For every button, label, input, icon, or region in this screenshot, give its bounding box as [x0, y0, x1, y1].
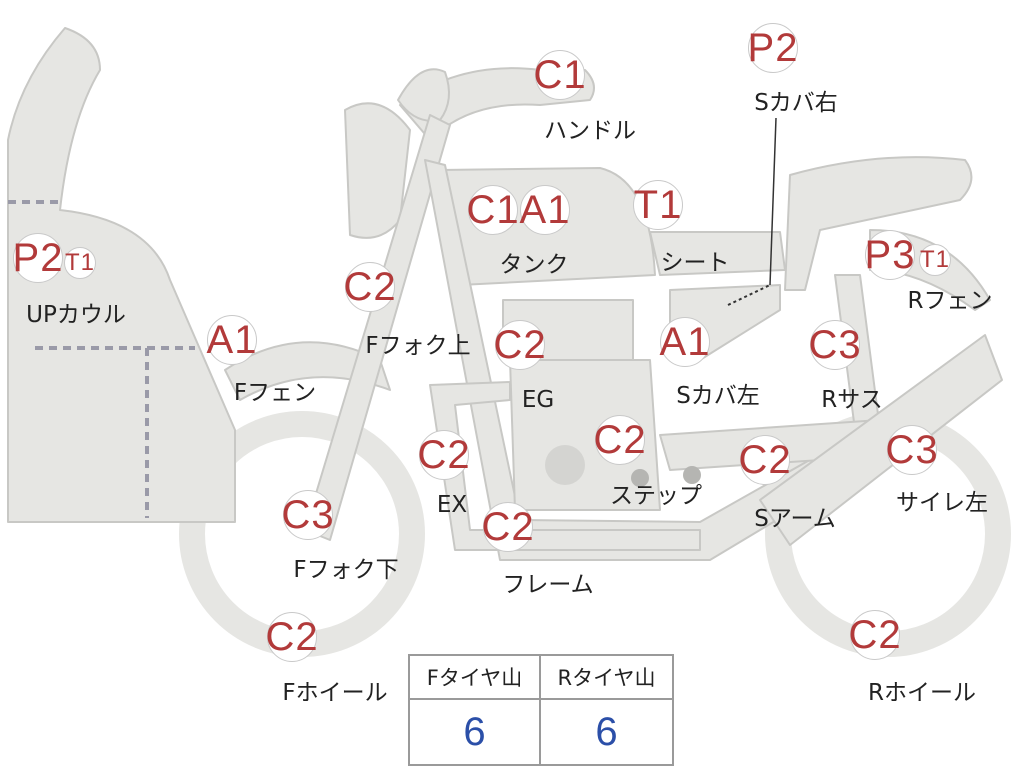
tank-label: タンク	[499, 252, 569, 278]
up-cowl-code2-badge: T1	[64, 247, 96, 279]
r-fender-code2-badge: T1	[919, 244, 951, 276]
f-fork-upper-label: Fフォク上	[365, 333, 471, 359]
r-wheel-code-badge: C2	[848, 610, 901, 660]
front-tyre-header: Fタイヤ山	[410, 656, 541, 700]
up-cowl-code-badge: P2	[13, 233, 63, 283]
seat-code-badge: T1	[633, 180, 683, 230]
r-suspension-code-badge: C3	[808, 320, 861, 370]
exhaust-shape	[429, 381, 701, 551]
silencer-left-label: サイレ左	[896, 490, 988, 516]
tank-code2-badge: A1	[520, 185, 570, 235]
r-fender-code-badge: P3	[865, 230, 915, 280]
handle-label: ハンドル	[544, 118, 636, 144]
s-cover-right-code-badge: P2	[748, 23, 798, 73]
step-code-badge: C2	[593, 415, 646, 465]
headlight-shape	[344, 102, 411, 239]
f-fork-lower-code-badge: C3	[281, 490, 334, 540]
front-fork-shape	[304, 114, 451, 541]
rear-tyre-value: 6	[595, 709, 618, 754]
tank-code-badge: C1	[466, 185, 519, 235]
f-fender-code-badge: A1	[207, 315, 257, 365]
handle-code-badge: C1	[533, 50, 586, 100]
s-cover-right-label: Sカバ右	[754, 90, 838, 116]
f-fork-upper-code-badge: C2	[343, 262, 396, 312]
tyre-tread-table: Fタイヤ山 Rタイヤ山 6 6	[408, 654, 674, 766]
f-fork-lower-label: Fフォク下	[293, 557, 399, 583]
engine-label: EG	[521, 387, 555, 413]
frame-code-badge: C2	[481, 502, 534, 552]
s-cover-left-code-badge: A1	[660, 317, 710, 367]
silencer-shape	[759, 334, 1003, 546]
frame-label: フレーム	[502, 572, 594, 598]
step-label: ステップ	[610, 483, 702, 509]
exhaust-label: EX	[436, 492, 468, 518]
r-fender-label: Rフェン	[907, 288, 993, 314]
silencer-left-code-badge: C3	[885, 425, 938, 475]
f-wheel-code-badge: C2	[265, 612, 318, 662]
front-tyre-value: 6	[410, 700, 541, 764]
s-arm-label: Sアーム	[754, 506, 836, 532]
rear-tyre-header: Rタイヤ山	[541, 656, 672, 700]
s-arm-code-badge: C2	[738, 435, 791, 485]
r-wheel-label: Rホイール	[868, 680, 976, 706]
upper-cowl-shape	[7, 27, 236, 523]
exhaust-code-badge: C2	[417, 430, 470, 480]
engine-code-badge: C2	[493, 320, 546, 370]
s-cover-left-label: Sカバ左	[676, 383, 760, 409]
seat-label: シート	[660, 250, 730, 276]
r-suspension-label: Rサス	[821, 387, 883, 413]
rear-cowl-shape	[784, 156, 973, 291]
meter-shape	[397, 68, 450, 122]
f-fender-label: Fフェン	[233, 380, 317, 406]
up-cowl-label: UPカウル	[26, 302, 126, 328]
front-fender-shape	[224, 341, 391, 401]
f-wheel-label: Fホイール	[282, 680, 388, 706]
